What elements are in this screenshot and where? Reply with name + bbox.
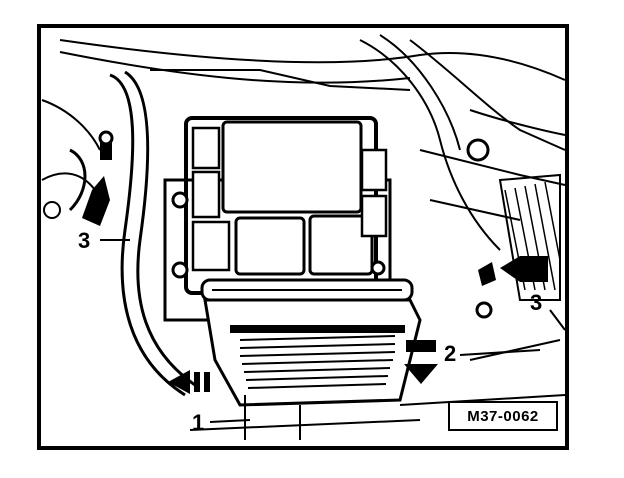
callout-2: 2: [444, 341, 457, 366]
multi-pin-connector: [203, 298, 422, 407]
callout-leaders: [100, 239, 566, 440]
control-unit-housing: [163, 116, 414, 322]
body-panel-lines: [41, 34, 566, 431]
callout-3-right: 3: [530, 290, 543, 315]
direction-arrows: [82, 176, 548, 394]
wiring-harness-left: [43, 70, 196, 397]
callout-1: 1: [192, 410, 205, 435]
callout-3-left: 3: [78, 228, 91, 253]
fastener-bolts: [98, 130, 496, 319]
figure-reference-code: M37-0062: [448, 401, 558, 431]
